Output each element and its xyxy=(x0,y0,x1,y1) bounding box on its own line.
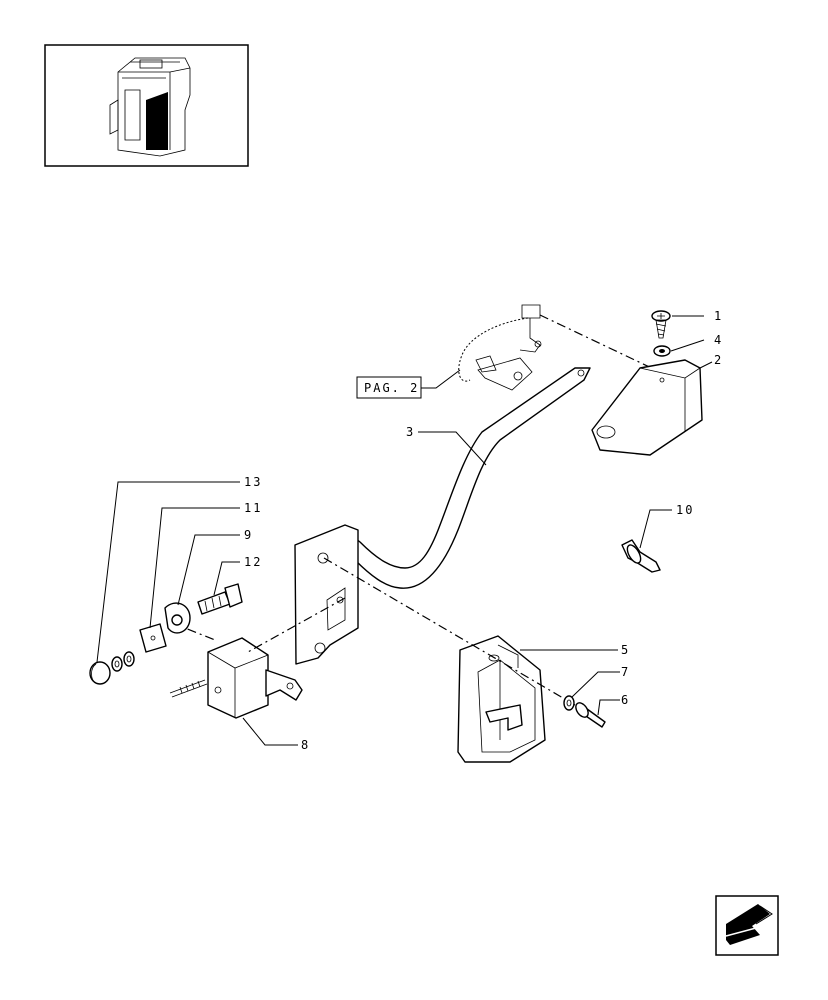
hinge-plate xyxy=(294,524,359,665)
callout-2: 2 xyxy=(714,353,723,367)
part-10-rivet xyxy=(621,539,661,573)
leader-lines xyxy=(96,315,713,746)
part-4-washer xyxy=(653,345,671,357)
part-12-bolt xyxy=(197,583,243,615)
callout-9: 9 xyxy=(244,528,253,542)
callout-11: 11 xyxy=(244,501,262,515)
callout-1: 1 xyxy=(714,309,723,323)
callout-3: 3 xyxy=(406,425,415,439)
part-1-screw xyxy=(651,310,671,339)
wiring-bracket xyxy=(458,304,542,391)
callout-4: 4 xyxy=(714,333,723,347)
callout-13: 13 xyxy=(244,475,262,489)
part-3-rod xyxy=(339,367,591,589)
part-11-plate xyxy=(139,623,167,653)
part-5-latch xyxy=(457,635,546,763)
callout-7: 7 xyxy=(621,665,630,679)
part-13-cap xyxy=(89,661,111,685)
reference-box-label: PAG. 2 xyxy=(364,381,419,395)
part-8-striker xyxy=(207,637,303,719)
callout-6: 6 xyxy=(621,693,630,707)
callout-labels: 1 4 2 3 10 13 11 9 12 5 7 6 8 xyxy=(244,309,723,752)
callout-5: 5 xyxy=(621,643,630,657)
cab-thumbnail-icon xyxy=(44,44,249,167)
reference-box[interactable]: PAG. 2 xyxy=(356,376,422,399)
callout-10: 10 xyxy=(676,503,694,517)
callout-12: 12 xyxy=(244,555,262,569)
part-9-eccentric xyxy=(164,602,191,634)
part-6-screw xyxy=(575,702,606,728)
washer-stack xyxy=(111,651,135,672)
callout-8: 8 xyxy=(301,738,310,752)
striker-screw xyxy=(169,679,208,698)
part-2-end-cap xyxy=(591,359,703,456)
part-7-washer xyxy=(563,695,575,711)
next-page-arrow-icon[interactable] xyxy=(715,895,779,956)
